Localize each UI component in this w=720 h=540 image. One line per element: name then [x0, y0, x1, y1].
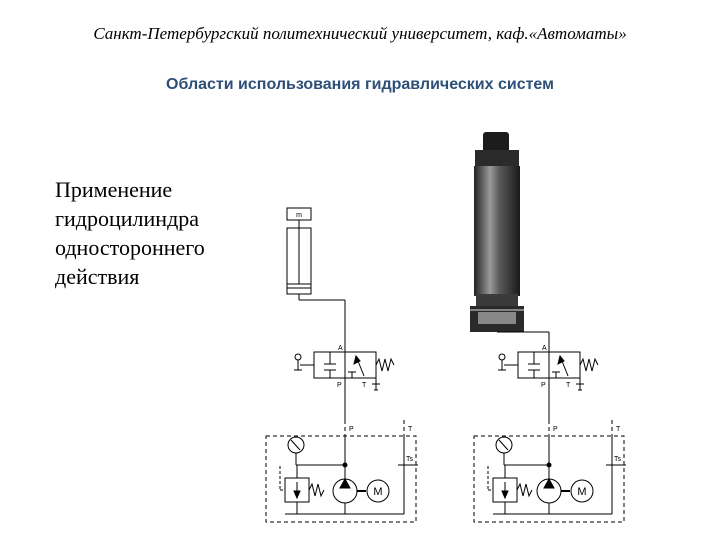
left-tank-label: Ts — [406, 456, 414, 463]
left-motor-label: M — [373, 486, 382, 498]
university-header: Санкт-Петербургский политехнический унив… — [93, 24, 627, 43]
right-tank-label: Ts — [614, 456, 622, 463]
right-unit-p-label: P — [553, 426, 558, 433]
single-acting-cylinder-symbol: m — [286, 207, 346, 352]
body-line-4: действия — [55, 264, 140, 289]
left-port-a-label: A — [338, 345, 343, 352]
power-unit-right — [473, 420, 626, 523]
body-line-3: одностороннего — [55, 235, 205, 260]
left-unit-p-label: P — [349, 426, 354, 433]
valve-right — [498, 351, 599, 420]
body-text: Применение гидроцилиндра одностороннего … — [55, 175, 255, 291]
right-port-t-label: T — [566, 382, 571, 389]
right-port-p-label: P — [541, 382, 546, 389]
left-port-p-label: P — [337, 382, 342, 389]
right-port-a-label: A — [542, 345, 547, 352]
left-unit-t-label: T — [408, 426, 413, 433]
left-port-t-label: T — [362, 382, 367, 389]
slide-title: Области использования гидравлических сис… — [166, 76, 554, 93]
power-unit-left — [265, 420, 418, 523]
right-motor-label: M — [577, 486, 586, 498]
body-line-1: Применение — [55, 177, 173, 202]
right-unit-t-label: T — [616, 426, 621, 433]
valve-left — [294, 351, 395, 420]
hydraulic-cylinder-image — [470, 132, 550, 352]
body-line-2: гидроцилиндра — [55, 206, 200, 231]
mass-label: m — [296, 212, 302, 219]
